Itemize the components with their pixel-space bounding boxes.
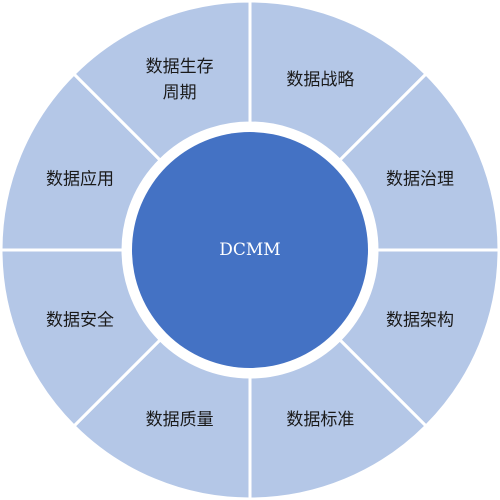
segment-label-line: 数据质量 (146, 410, 214, 430)
segment-label-line: 数据生存 (146, 57, 214, 77)
segment-label-line: 数据战略 (286, 70, 354, 90)
segment-label-data-standard: 数据标准 (286, 410, 354, 430)
segment-label-line: 数据安全 (46, 310, 114, 330)
segment-label-data-strategy: 数据战略 (286, 70, 354, 90)
segment-label-data-lifecycle: 数据生存周期 (146, 57, 214, 103)
segment-label-data-governance: 数据治理 (386, 170, 454, 190)
segment-label-line: 数据标准 (286, 410, 354, 430)
segment-label-line: 周期 (163, 83, 197, 103)
center-label: DCMM (219, 240, 280, 260)
segment-label-data-application: 数据应用 (46, 170, 114, 190)
segment-label-data-security: 数据安全 (46, 310, 114, 330)
center-circle (132, 132, 368, 368)
segment-label-line: 数据应用 (46, 170, 114, 190)
segment-label-data-quality: 数据质量 (146, 410, 214, 430)
segment-label-line: 数据治理 (386, 170, 454, 190)
segment-label-line: 数据架构 (386, 310, 454, 330)
segment-label-data-architecture: 数据架构 (386, 310, 454, 330)
